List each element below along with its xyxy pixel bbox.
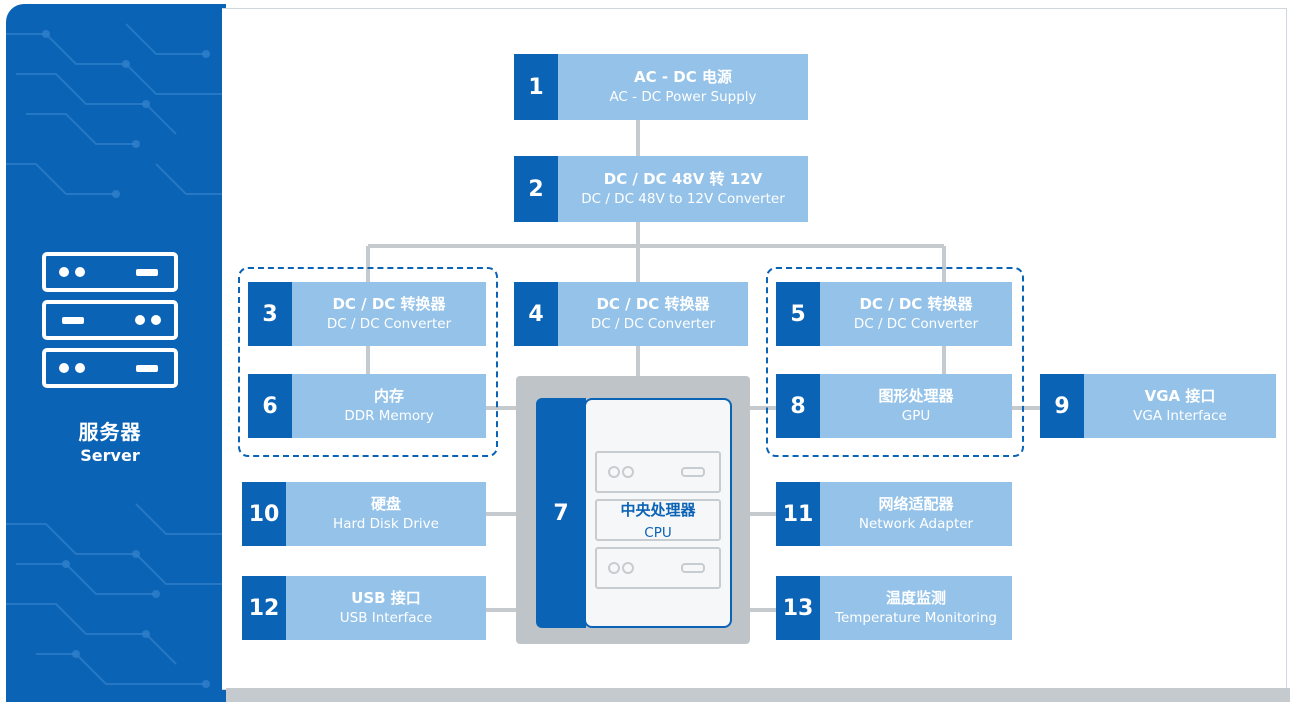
block-label: 内存 DDR Memory [292,374,486,438]
block-label: USB 接口 USB Interface [286,576,486,640]
block-title-zh: 图形处理器 [878,387,954,405]
block-title-zh: DC / DC 48V 转 12V [603,170,763,188]
block-number: 11 [776,482,820,546]
block-dc-dc-converter-3: 3 DC / DC 转换器 DC / DC Converter [248,282,486,346]
group-5-8-dashed-outline [766,267,1024,457]
sidebar-panel: 服务器 Server [6,4,226,702]
block-title-zh: USB 接口 [351,589,421,607]
block-vga-interface: 9 VGA 接口 VGA Interface [1040,374,1276,438]
circuit-pattern-decoration [6,23,226,688]
block-number: 7 [536,398,586,628]
block-title-zh: 温度监测 [885,589,946,607]
block-title-en: AC - DC Power Supply [609,89,757,105]
block-label: 温度监测 Temperature Monitoring [820,576,1012,640]
block-dc-dc-converter-4: 4 DC / DC 转换器 DC / DC Converter [514,282,748,346]
block-title-zh: 网络适配器 [878,495,954,513]
block-number: 9 [1040,374,1084,438]
block-title-en: DC / DC 48V to 12V Converter [581,191,785,207]
block-label: 图形处理器 GPU [820,374,1012,438]
block-number: 3 [248,282,292,346]
block-number: 10 [242,482,286,546]
server-rack-icon [42,252,178,388]
block-number: 5 [776,282,820,346]
block-title-en: VGA Interface [1133,408,1227,424]
block-temperature-monitoring: 13 温度监测 Temperature Monitoring [776,576,1012,640]
group-3-6-dashed-outline [238,267,498,457]
block-number: 12 [242,576,286,640]
block-label: DC / DC 转换器 DC / DC Converter [820,282,1012,346]
block-hard-disk-drive: 10 硬盘 Hard Disk Drive [242,482,486,546]
block-label: DC / DC 转换器 DC / DC Converter [558,282,748,346]
block-title-en: DC / DC Converter [326,316,452,332]
block-number: 6 [248,374,292,438]
block-usb-interface: 12 USB 接口 USB Interface [242,576,486,640]
block-title-en: DC / DC Converter [853,316,979,332]
block-label: 硬盘 Hard Disk Drive [286,482,486,546]
block-title-zh: 内存 [373,387,404,405]
block-title-en: Network Adapter [858,516,974,532]
block-cpu [584,398,732,628]
block-title-zh: VGA 接口 [1144,387,1216,405]
block-title-en: DDR Memory [344,408,434,424]
bottom-strip [226,688,1290,702]
block-number: 13 [776,576,820,640]
block-title-zh: DC / DC 转换器 [596,295,710,313]
block-title-zh: 硬盘 [370,495,401,513]
block-network-adapter: 11 网络适配器 Network Adapter [776,482,1012,546]
block-label: DC / DC 转换器 DC / DC Converter [292,282,486,346]
block-title-en: Temperature Monitoring [835,610,997,626]
block-number: 1 [514,54,558,120]
block-label: AC - DC 电源 AC - DC Power Supply [558,54,808,120]
block-dc-dc-converter-5: 5 DC / DC 转换器 DC / DC Converter [776,282,1012,346]
sidebar-subtitle: Server [80,446,140,465]
block-title-en: GPU [901,408,931,424]
block-ddr-memory: 6 内存 DDR Memory [248,374,486,438]
block-48v-12v-converter: 2 DC / DC 48V 转 12V DC / DC 48V to 12V C… [514,156,808,222]
block-title-zh: DC / DC 转换器 [859,295,973,313]
block-number: 2 [514,156,558,222]
block-label: DC / DC 48V 转 12V DC / DC 48V to 12V Con… [558,156,808,222]
block-label: 网络适配器 Network Adapter [820,482,1012,546]
block-number: 4 [514,282,558,346]
block-ac-dc-power-supply: 1 AC - DC 电源 AC - DC Power Supply [514,54,808,120]
block-label: VGA 接口 VGA Interface [1084,374,1276,438]
block-number: 8 [776,374,820,438]
block-gpu: 8 图形处理器 GPU [776,374,1012,438]
block-title-zh: 中央处理器 [620,501,696,519]
server-unit-icon [595,451,721,589]
block-title-en: Hard Disk Drive [333,516,439,532]
block-title-zh: DC / DC 转换器 [332,295,446,313]
block-title-en: USB Interface [339,610,433,626]
block-title-zh: AC - DC 电源 [634,68,732,86]
block-title-en: CPU [644,525,672,541]
block-title-en: DC / DC Converter [590,316,716,332]
sidebar-title: 服务器 [78,420,142,444]
